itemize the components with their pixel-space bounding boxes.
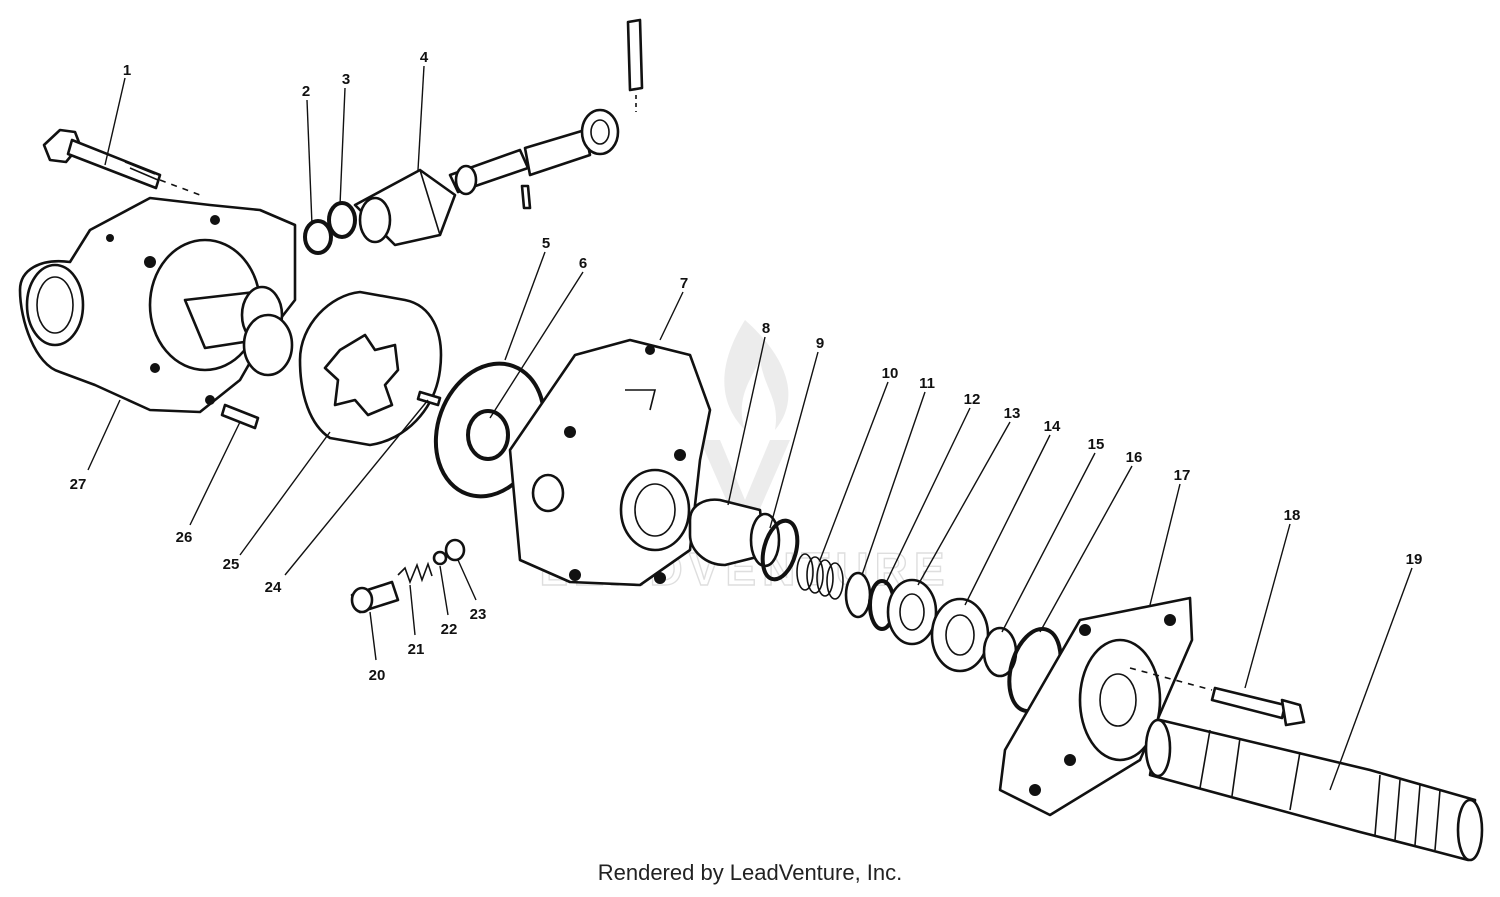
leader-3 <box>339 87 346 206</box>
leader-11 <box>861 391 926 576</box>
leader-6 <box>489 271 584 419</box>
part-snap-ring <box>303 219 333 255</box>
part-washer-11 <box>844 571 872 619</box>
callout-16: 16 <box>1126 449 1143 466</box>
callout-4: 4 <box>420 49 429 66</box>
leader-10 <box>819 381 889 561</box>
leader-15 <box>1001 452 1096 633</box>
leader-14 <box>964 434 1051 606</box>
leader-17 <box>1149 483 1181 606</box>
callout-17: 17 <box>1174 467 1191 484</box>
callout-12: 12 <box>964 391 981 408</box>
leader-1 <box>104 77 126 166</box>
leader-18 <box>1244 523 1291 689</box>
part-relief-valve <box>353 108 620 247</box>
part-mounting-flange <box>998 596 1194 817</box>
part-bushing <box>688 498 781 568</box>
leader-5 <box>504 251 546 361</box>
part-spring-small <box>397 561 433 585</box>
leader-13 <box>917 421 1011 586</box>
callout-2: 2 <box>302 83 310 100</box>
footer-credit: Rendered by LeadVenture, Inc. <box>597 860 903 885</box>
callout-15: 15 <box>1088 436 1105 453</box>
leader-16 <box>1039 465 1133 633</box>
callout-23: 23 <box>470 606 487 623</box>
leader-21 <box>409 584 416 636</box>
part-o-ring-small <box>327 201 357 239</box>
leader-8 <box>727 336 766 506</box>
callout-27: 27 <box>70 476 87 493</box>
callout-8: 8 <box>762 320 770 337</box>
part-retaining-ring <box>466 409 510 461</box>
part-check-ball <box>432 550 448 566</box>
part-drive-shaft <box>1144 718 1484 862</box>
leader-7 <box>659 291 684 341</box>
callout-19: 19 <box>1406 551 1423 568</box>
leader-20 <box>369 611 377 661</box>
leader-23 <box>457 559 477 601</box>
leader-26 <box>189 421 241 526</box>
leader-lines <box>87 65 1413 791</box>
part-spring-10 <box>796 553 844 600</box>
part-seal-13 <box>886 578 938 646</box>
part-bolt <box>42 128 201 196</box>
part-plug <box>350 580 400 614</box>
callout-13: 13 <box>1004 405 1021 422</box>
callout-20: 20 <box>369 667 386 684</box>
part-rear-housing <box>18 196 297 414</box>
callout-25: 25 <box>223 556 240 573</box>
leader-9 <box>769 351 819 529</box>
part-cap-screw <box>1129 667 1306 727</box>
leader-19 <box>1329 567 1413 791</box>
callout-26: 26 <box>176 529 193 546</box>
leader-25 <box>239 431 331 556</box>
callout-24: 24 <box>265 579 282 596</box>
callout-7: 7 <box>680 275 688 292</box>
callout-labels: 1 2 3 4 5 6 7 8 9 10 11 12 13 14 15 16 1… <box>70 49 1423 684</box>
leader-4 <box>417 65 425 171</box>
part-valve-seat <box>444 538 466 562</box>
callout-1: 1 <box>123 62 131 79</box>
callout-9: 9 <box>816 335 824 352</box>
callout-21: 21 <box>408 641 425 658</box>
part-seal-14 <box>930 597 990 673</box>
part-front-housing <box>508 338 712 587</box>
part-o-ring-9 <box>760 518 800 582</box>
callout-22: 22 <box>441 621 458 638</box>
callout-5: 5 <box>542 235 550 252</box>
leader-2 <box>306 99 313 226</box>
callout-11: 11 <box>919 375 935 392</box>
part-gerotor-outer <box>242 290 443 447</box>
part-dowel-pin <box>220 403 260 430</box>
callout-6: 6 <box>579 255 587 272</box>
callout-18: 18 <box>1284 507 1301 524</box>
part-roll-pin <box>626 18 644 112</box>
leader-24 <box>284 399 429 576</box>
leader-12 <box>884 407 971 586</box>
callout-3: 3 <box>342 71 350 88</box>
leader-27 <box>87 399 121 471</box>
leader-22 <box>439 565 449 616</box>
part-drive-pin <box>416 390 442 407</box>
callout-10: 10 <box>882 365 899 382</box>
callout-14: 14 <box>1044 418 1061 435</box>
